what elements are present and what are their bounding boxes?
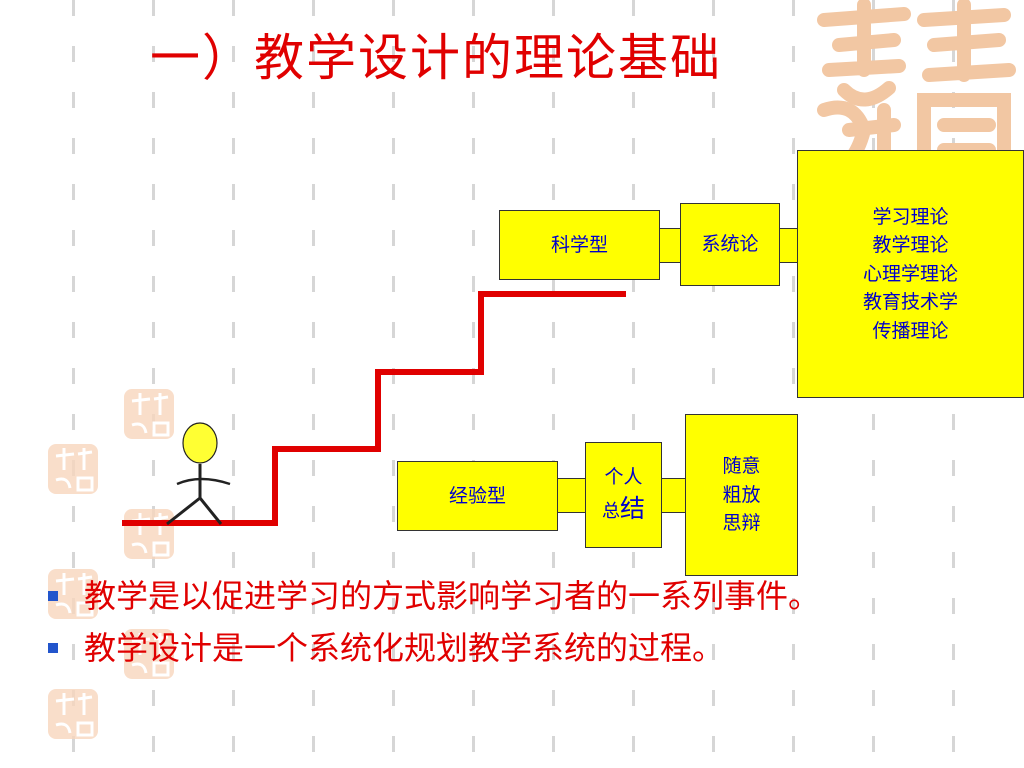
auspicious-seal-icon <box>124 389 174 439</box>
arbitrary-item: 粗放 <box>722 483 761 506</box>
scientific-type-label: 科学型 <box>550 233 608 256</box>
systems-theory-label: 系统论 <box>701 233 759 256</box>
theory-item: 教学理论 <box>872 234 949 257</box>
systems-theory-box: 系统论 <box>680 203 780 286</box>
bullet-list: 教学是以促进学习的方式影响学习者的一系列事件。 教学设计是一个系统化规划教学系统… <box>48 570 820 674</box>
auspicious-seal-icon <box>48 444 98 494</box>
theory-item: 教育技术学 <box>862 291 958 314</box>
bullet-text: 教学设计是一个系统化规划教学系统的过程。 <box>84 629 725 667</box>
auspicious-seal-icon <box>124 629 174 679</box>
personal-line: 总结 <box>602 491 645 526</box>
personal-small-char: 总 <box>601 500 620 522</box>
theory-list-box: 学习理论 教学理论 心理学理论 教育技术学 传播理论 <box>797 150 1024 398</box>
connector <box>558 478 585 513</box>
empirical-type-label: 经验型 <box>448 484 506 507</box>
auspicious-seal-icon <box>48 569 98 619</box>
scientific-type-box: 科学型 <box>499 210 660 280</box>
bullet-item: 教学设计是一个系统化规划教学系统的过程。 <box>48 622 820 674</box>
connector <box>660 228 680 263</box>
connector <box>780 228 797 263</box>
theory-item: 心理学理论 <box>862 262 958 285</box>
empirical-type-box: 经验型 <box>397 461 558 531</box>
arbitrary-item: 随意 <box>722 455 761 478</box>
bullet-text: 教学是以促进学习的方式影响学习者的一系列事件。 <box>84 577 821 615</box>
personal-big-char: 结 <box>619 493 645 523</box>
slide-title: 一）教学设计的理论基础 <box>150 29 722 87</box>
personal-summary-box: 个人 总结 <box>585 442 662 548</box>
bullet-item: 教学是以促进学习的方式影响学习者的一系列事件。 <box>48 570 820 622</box>
bullet-square-icon <box>48 591 58 601</box>
arbitrary-item: 思辩 <box>722 512 761 535</box>
auspicious-seal-icon <box>48 689 98 739</box>
theory-item: 学习理论 <box>872 205 949 228</box>
theory-item: 传播理论 <box>872 319 949 342</box>
connector <box>662 478 685 513</box>
arbitrary-box: 随意 粗放 思辩 <box>685 414 798 576</box>
bullet-square-icon <box>48 643 58 653</box>
stick-figure-icon <box>166 422 231 526</box>
personal-line: 个人 <box>604 466 643 489</box>
